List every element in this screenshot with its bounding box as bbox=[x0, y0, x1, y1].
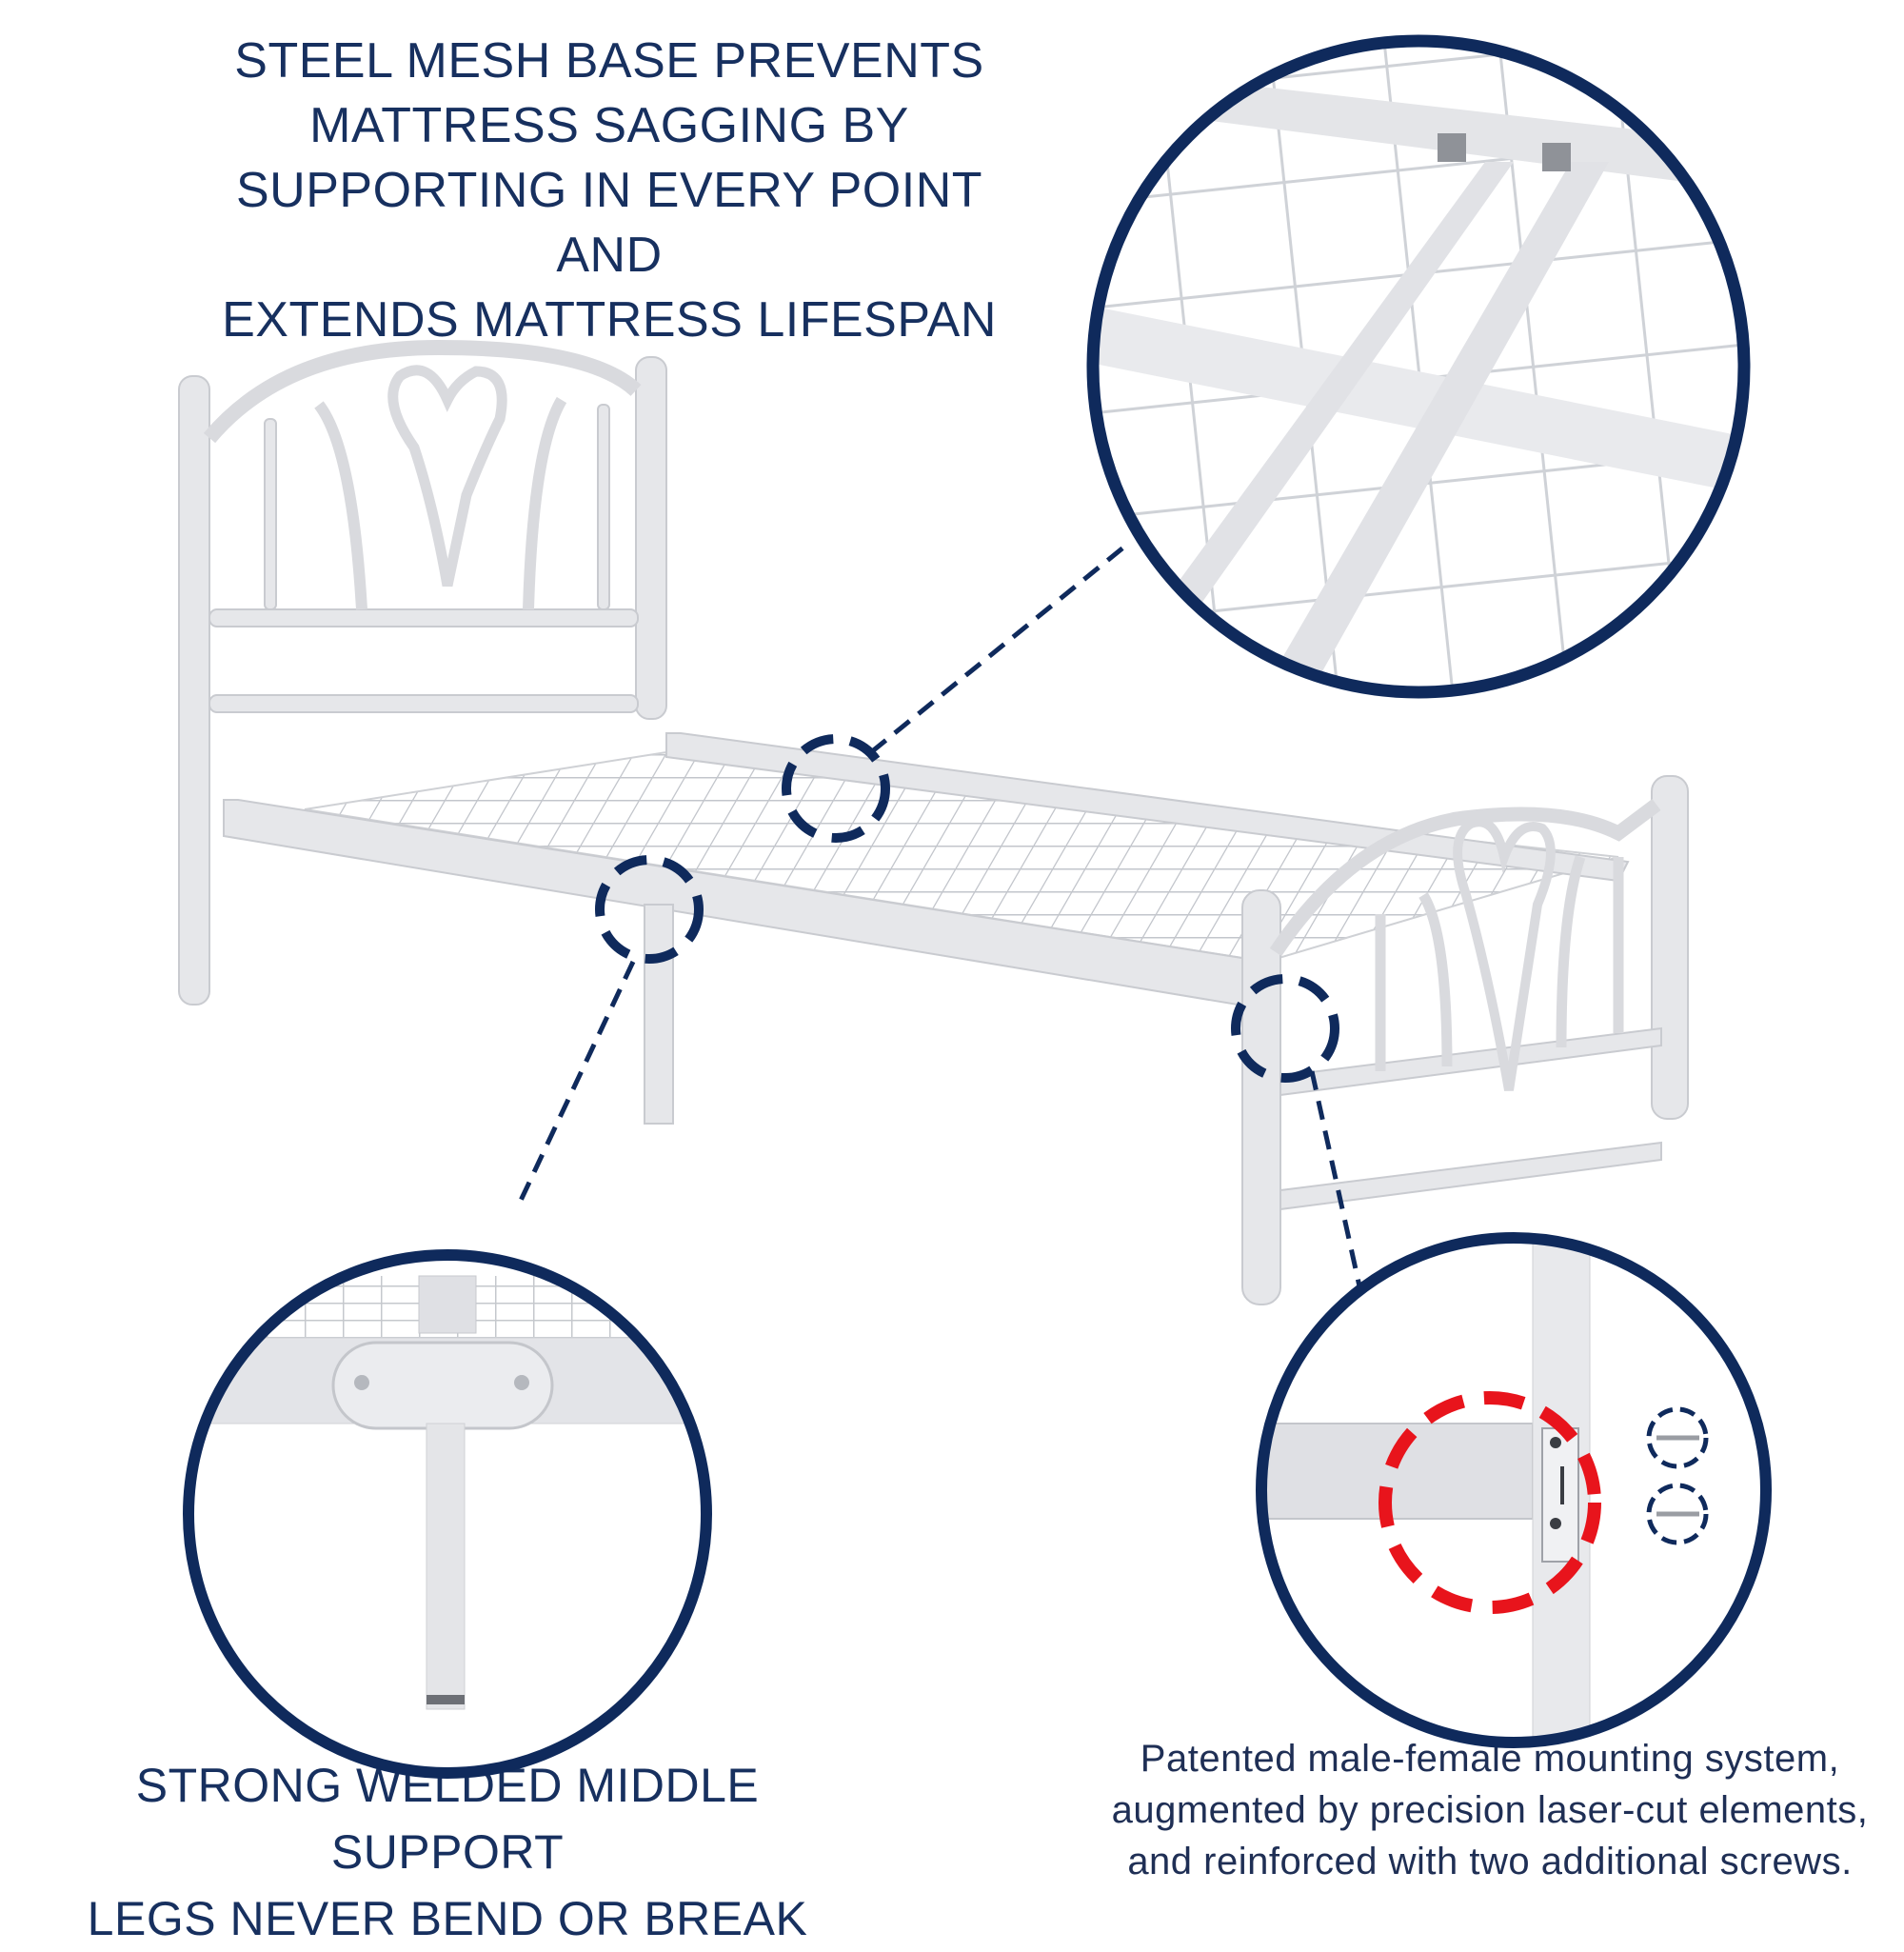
callout-markers bbox=[595, 734, 1339, 1083]
footboard-post-right bbox=[1651, 775, 1689, 1120]
caption-mounting-system: Patented male-female mounting system, au… bbox=[1085, 1733, 1894, 1887]
caption-line: MATTRESS SAGGING BY bbox=[309, 98, 909, 153]
footboard-arch bbox=[1269, 799, 1661, 957]
middle-support-leg bbox=[644, 904, 674, 1125]
leader-line-joint bbox=[1309, 1070, 1364, 1296]
illustration bbox=[178, 34, 1772, 1779]
middle-leg-detail-circle-icon bbox=[183, 1249, 712, 1779]
headboard-rail bbox=[208, 694, 639, 713]
footboard-post-left bbox=[1241, 889, 1281, 1305]
mesh-detail-ring bbox=[1086, 34, 1751, 699]
headboard-post-right bbox=[635, 356, 667, 720]
leg-callout-ring-icon bbox=[595, 855, 704, 964]
mesh-detail-circle-icon bbox=[1086, 34, 1751, 699]
leader-lines bbox=[516, 546, 1364, 1296]
male-female-highlight-icon bbox=[1378, 1391, 1601, 1614]
caption-line: and reinforced with two additional screw… bbox=[1127, 1841, 1853, 1882]
headboard-heart bbox=[387, 365, 507, 588]
footboard-heart bbox=[1453, 817, 1556, 1091]
screw-icon bbox=[1646, 1406, 1709, 1545]
headboard-arch bbox=[203, 339, 642, 444]
leg-detail-ring bbox=[183, 1249, 712, 1779]
mesh-callout-ring-icon bbox=[782, 734, 890, 843]
caption-mesh-base: STEEL MESH BASE PREVENTS MATTRESS SAGGIN… bbox=[200, 29, 1019, 352]
metal-bed-frame-icon bbox=[178, 339, 1689, 1305]
leader-line-mesh bbox=[869, 546, 1125, 754]
caption-line: SUPPORTING IN EVERY POINT AND bbox=[235, 163, 983, 283]
headboard-post-left bbox=[178, 375, 210, 1006]
leader-line-leg bbox=[516, 960, 636, 1206]
caption-line: EXTENDS MATTRESS LIFESPAN bbox=[222, 292, 997, 348]
joint-detail-circle-icon bbox=[1256, 1232, 1772, 1748]
caption-line: STEEL MESH BASE PREVENTS bbox=[234, 33, 984, 89]
joint-callout-ring-icon bbox=[1231, 974, 1339, 1083]
headboard-rail bbox=[208, 608, 639, 627]
caption-line: augmented by precision laser-cut element… bbox=[1111, 1789, 1869, 1831]
joint-detail-ring bbox=[1256, 1232, 1772, 1748]
